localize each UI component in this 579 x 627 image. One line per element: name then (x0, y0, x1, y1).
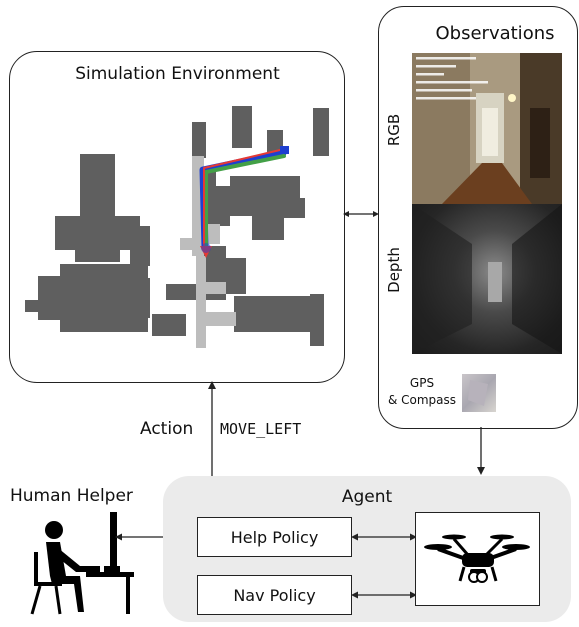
nav-policy-label: Nav Policy (233, 585, 316, 605)
human-at-computer-icon (30, 512, 134, 615)
map-obstacles (25, 106, 329, 346)
observations-title: Observations (435, 23, 555, 44)
overlay-text-lines (416, 57, 488, 100)
drone-icon (424, 534, 530, 583)
action-connector (208, 381, 216, 477)
depth-label: Depth (385, 247, 403, 293)
agent-marker (200, 243, 212, 258)
gps-compass-thumbnail (462, 374, 496, 412)
sim-obs-connector (343, 211, 379, 217)
help-drone-connector (351, 533, 417, 541)
gps-label-line1: GPS (409, 376, 435, 390)
agent-trajectory (199, 146, 289, 252)
simulation-environment-title: Simulation Environment (75, 64, 280, 84)
gps-label-line2: & Compass (387, 393, 457, 407)
nav-drone-connector (351, 591, 417, 599)
gps-compass-label: GPS & Compass (382, 375, 462, 409)
drone-box (415, 512, 540, 606)
depth-image (412, 204, 562, 354)
action-label: Action (140, 419, 194, 439)
agent-title: Agent (341, 487, 393, 507)
obs-agent-connector (477, 427, 485, 475)
help-policy-box: Help Policy (197, 517, 352, 557)
help-policy-label: Help Policy (230, 527, 319, 547)
rgb-label: RGB (385, 113, 403, 147)
action-value: MOVE_LEFT (220, 420, 302, 438)
nav-policy-box: Nav Policy (197, 575, 352, 615)
occupancy-map (25, 106, 329, 348)
rgb-image (412, 53, 562, 204)
human-helper-label: Human Helper (10, 486, 133, 506)
